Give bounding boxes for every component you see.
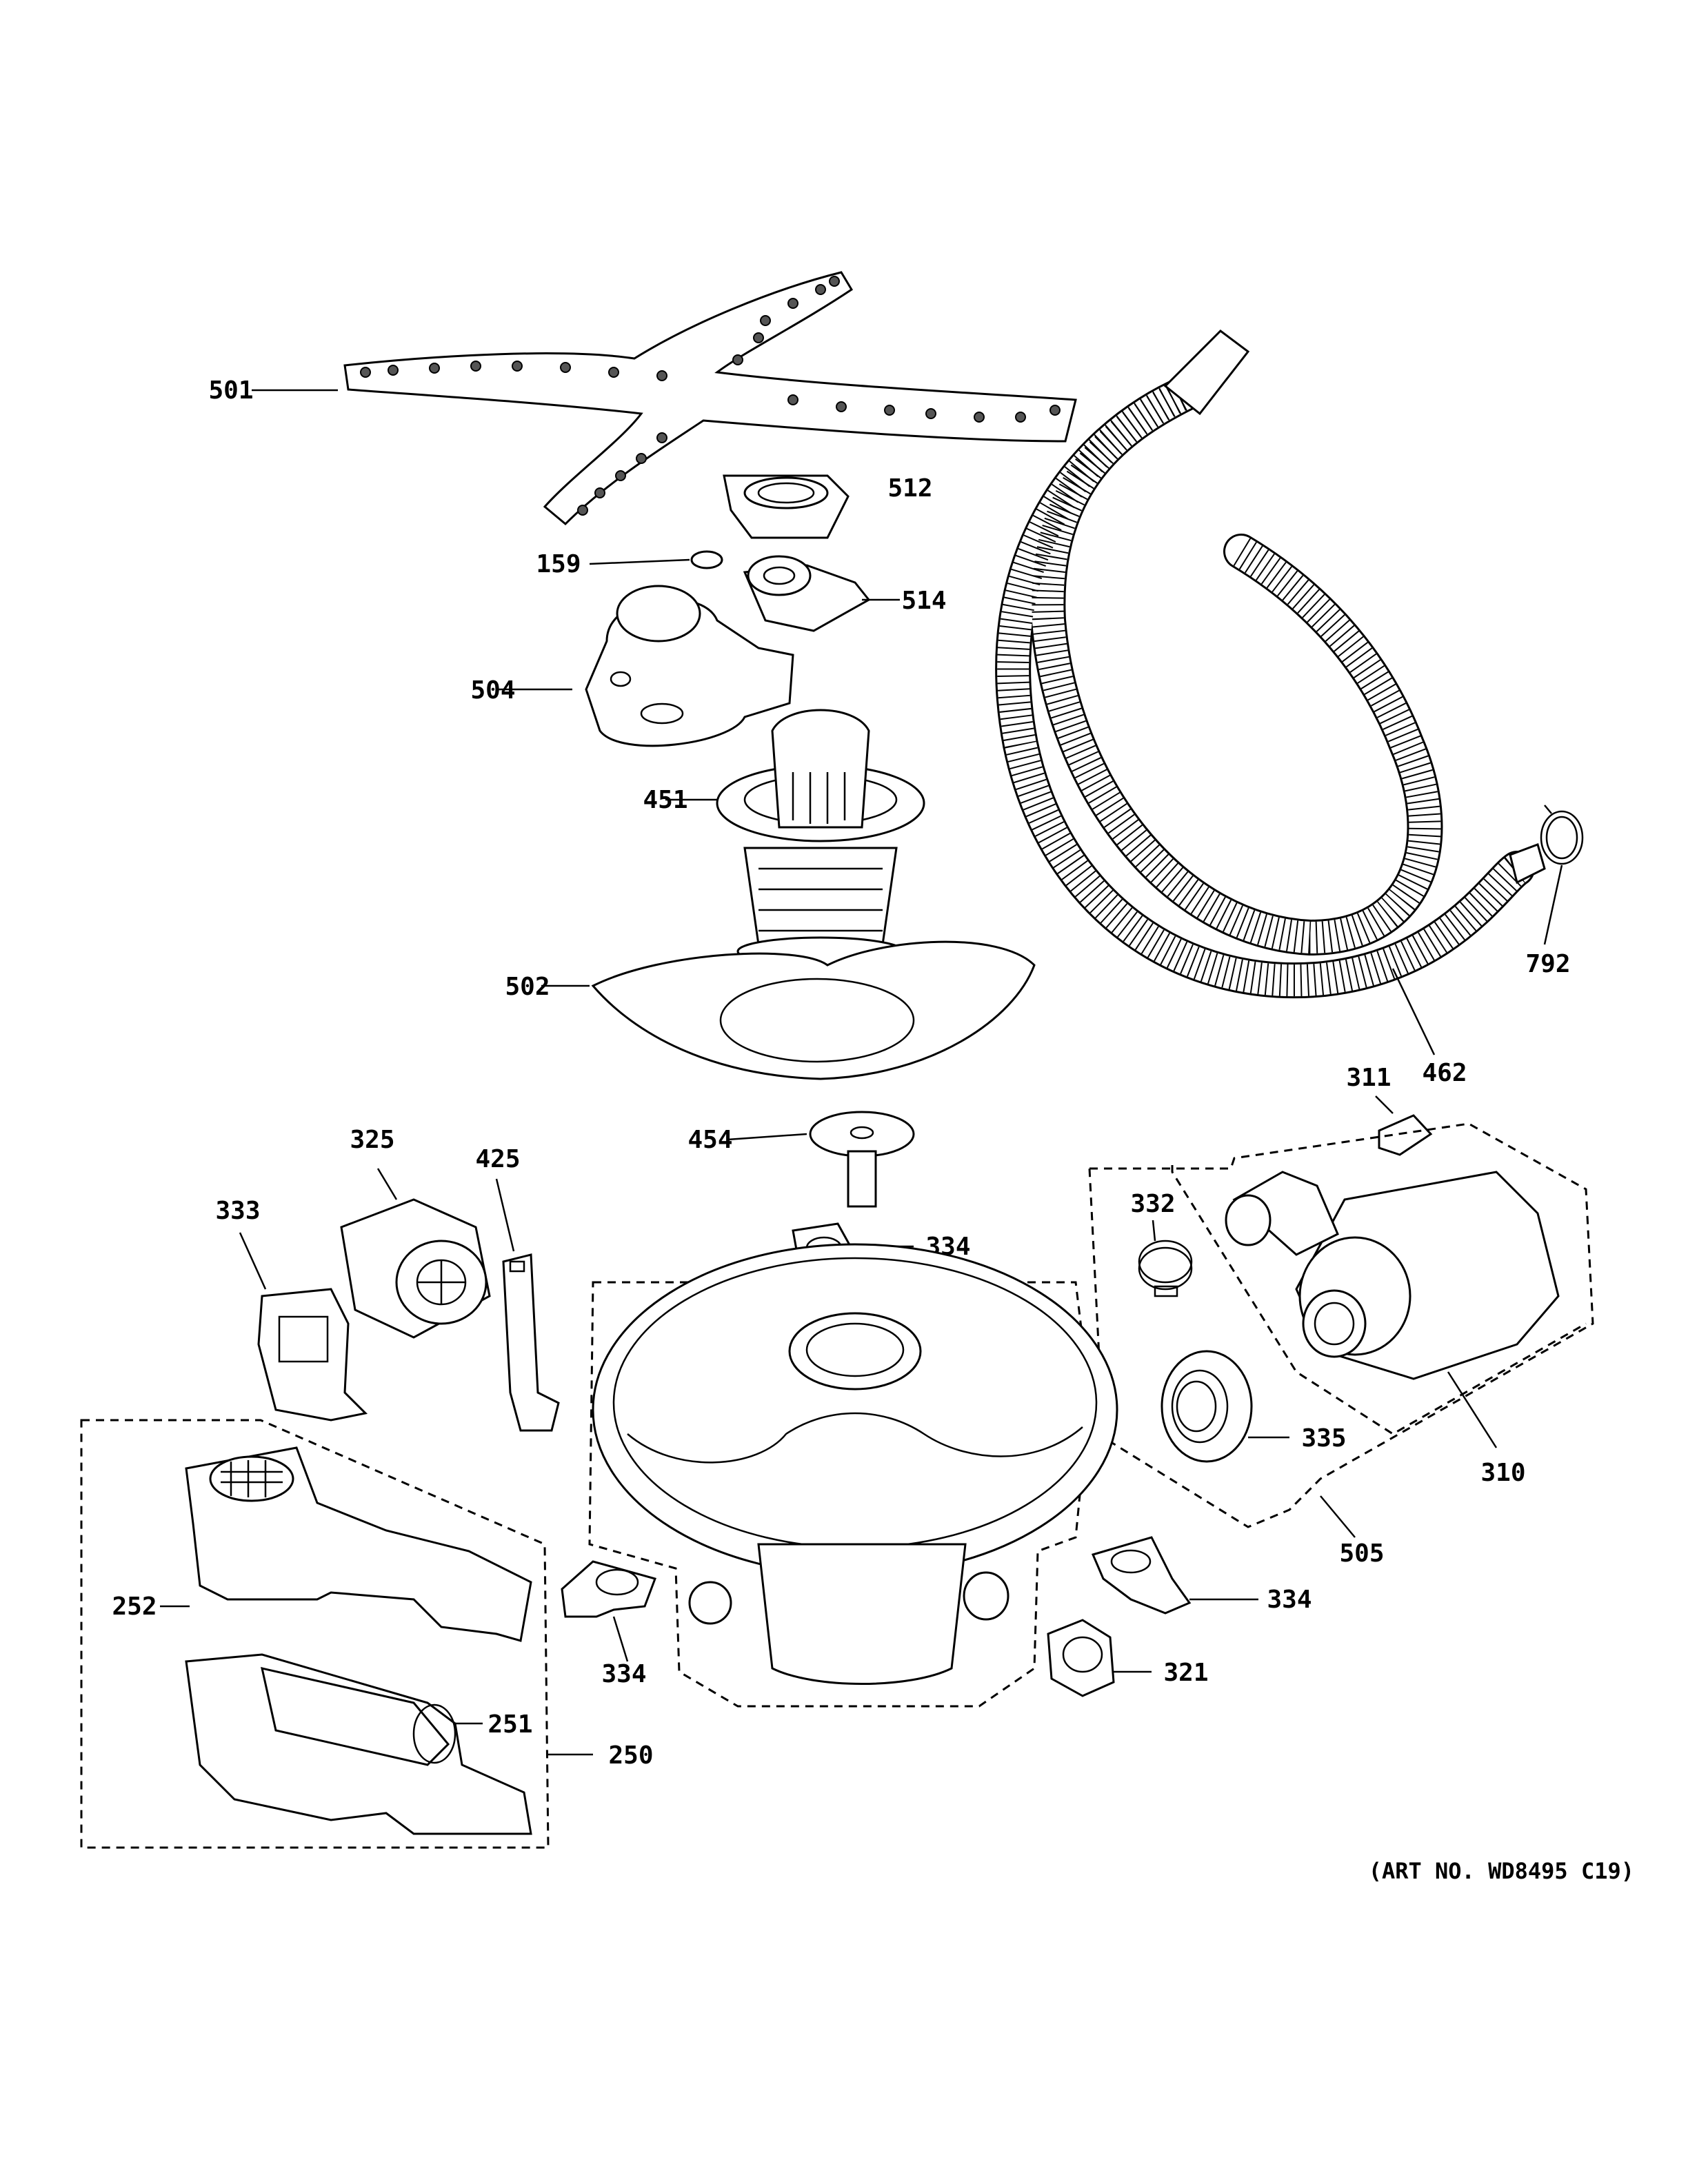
art-number: (ART NO. WD8495 C19) bbox=[1369, 1858, 1634, 1884]
callout-334-right: 334 bbox=[1267, 1586, 1312, 1614]
diverter-motor-325 bbox=[340, 1198, 491, 1339]
callout-451: 451 bbox=[643, 786, 687, 814]
callout-325: 325 bbox=[350, 1126, 394, 1154]
callout-512: 512 bbox=[887, 474, 932, 503]
callout-252: 252 bbox=[112, 1593, 157, 1621]
heater-251 bbox=[185, 1653, 532, 1835]
leader-325 bbox=[376, 1168, 398, 1200]
fan-duct-252 bbox=[185, 1446, 532, 1642]
leader-333 bbox=[239, 1232, 267, 1290]
callout-333: 333 bbox=[215, 1197, 260, 1225]
callout-321: 321 bbox=[1163, 1659, 1208, 1687]
callout-332: 332 bbox=[1130, 1190, 1175, 1218]
hose-clamp-792 bbox=[1540, 805, 1584, 865]
callout-425: 425 bbox=[475, 1145, 520, 1173]
callout-514: 514 bbox=[901, 587, 946, 615]
filter-assembly-451 bbox=[716, 709, 925, 967]
washer-159 bbox=[690, 550, 723, 569]
callout-792: 792 bbox=[1525, 950, 1570, 978]
leader-454 bbox=[727, 1133, 807, 1141]
callout-251: 251 bbox=[488, 1710, 532, 1739]
callout-502: 502 bbox=[505, 973, 550, 1001]
clip-334-left bbox=[561, 1560, 656, 1618]
callout-335: 335 bbox=[1301, 1424, 1346, 1453]
callout-250: 250 bbox=[608, 1741, 653, 1770]
sensor-425 bbox=[502, 1253, 560, 1432]
manifold-504 bbox=[585, 585, 794, 747]
spray-arm-hub-512 bbox=[723, 474, 850, 539]
callout-462: 462 bbox=[1422, 1059, 1467, 1087]
drain-hose-462 bbox=[995, 330, 1546, 999]
pump-outline-310 bbox=[1171, 1165, 1587, 1435]
leader-159 bbox=[589, 558, 690, 565]
heater-group-outline-250 bbox=[80, 1419, 550, 1849]
leader-505 bbox=[1320, 1495, 1356, 1538]
cap-311 bbox=[1378, 1114, 1433, 1156]
callout-310: 310 bbox=[1480, 1459, 1525, 1487]
circulation-pump-310 bbox=[1225, 1171, 1560, 1380]
callout-454: 454 bbox=[687, 1126, 732, 1154]
leader-462 bbox=[1391, 968, 1436, 1055]
callout-504: 504 bbox=[470, 676, 515, 705]
leader-792 bbox=[1543, 865, 1563, 945]
callout-505: 505 bbox=[1339, 1539, 1384, 1568]
sump-assembly bbox=[592, 1243, 1118, 1685]
callout-334-left: 334 bbox=[601, 1660, 646, 1688]
leader-425 bbox=[495, 1178, 515, 1252]
callout-311: 311 bbox=[1346, 1064, 1391, 1092]
vent-module-333 bbox=[257, 1288, 368, 1422]
clip-334-right bbox=[1091, 1536, 1192, 1615]
seal-335 bbox=[1160, 1350, 1253, 1463]
filter-shield-502 bbox=[591, 940, 1036, 1080]
leader-311 bbox=[1375, 1095, 1394, 1114]
drain-pump-321 bbox=[1047, 1619, 1115, 1697]
diverter-disk-454 bbox=[809, 1111, 915, 1208]
clamp-332 bbox=[1138, 1240, 1193, 1297]
pump-group-outline-505 bbox=[1088, 1122, 1594, 1528]
hub-nozzle-514 bbox=[743, 555, 871, 632]
callout-501: 501 bbox=[208, 376, 253, 405]
callout-159: 159 bbox=[536, 550, 581, 578]
leader-334b bbox=[612, 1616, 629, 1662]
sump-outline bbox=[588, 1281, 1091, 1708]
leader-310 bbox=[1447, 1371, 1498, 1448]
leader-332 bbox=[1152, 1220, 1156, 1242]
upper-spray-arm-501 bbox=[343, 271, 1077, 526]
